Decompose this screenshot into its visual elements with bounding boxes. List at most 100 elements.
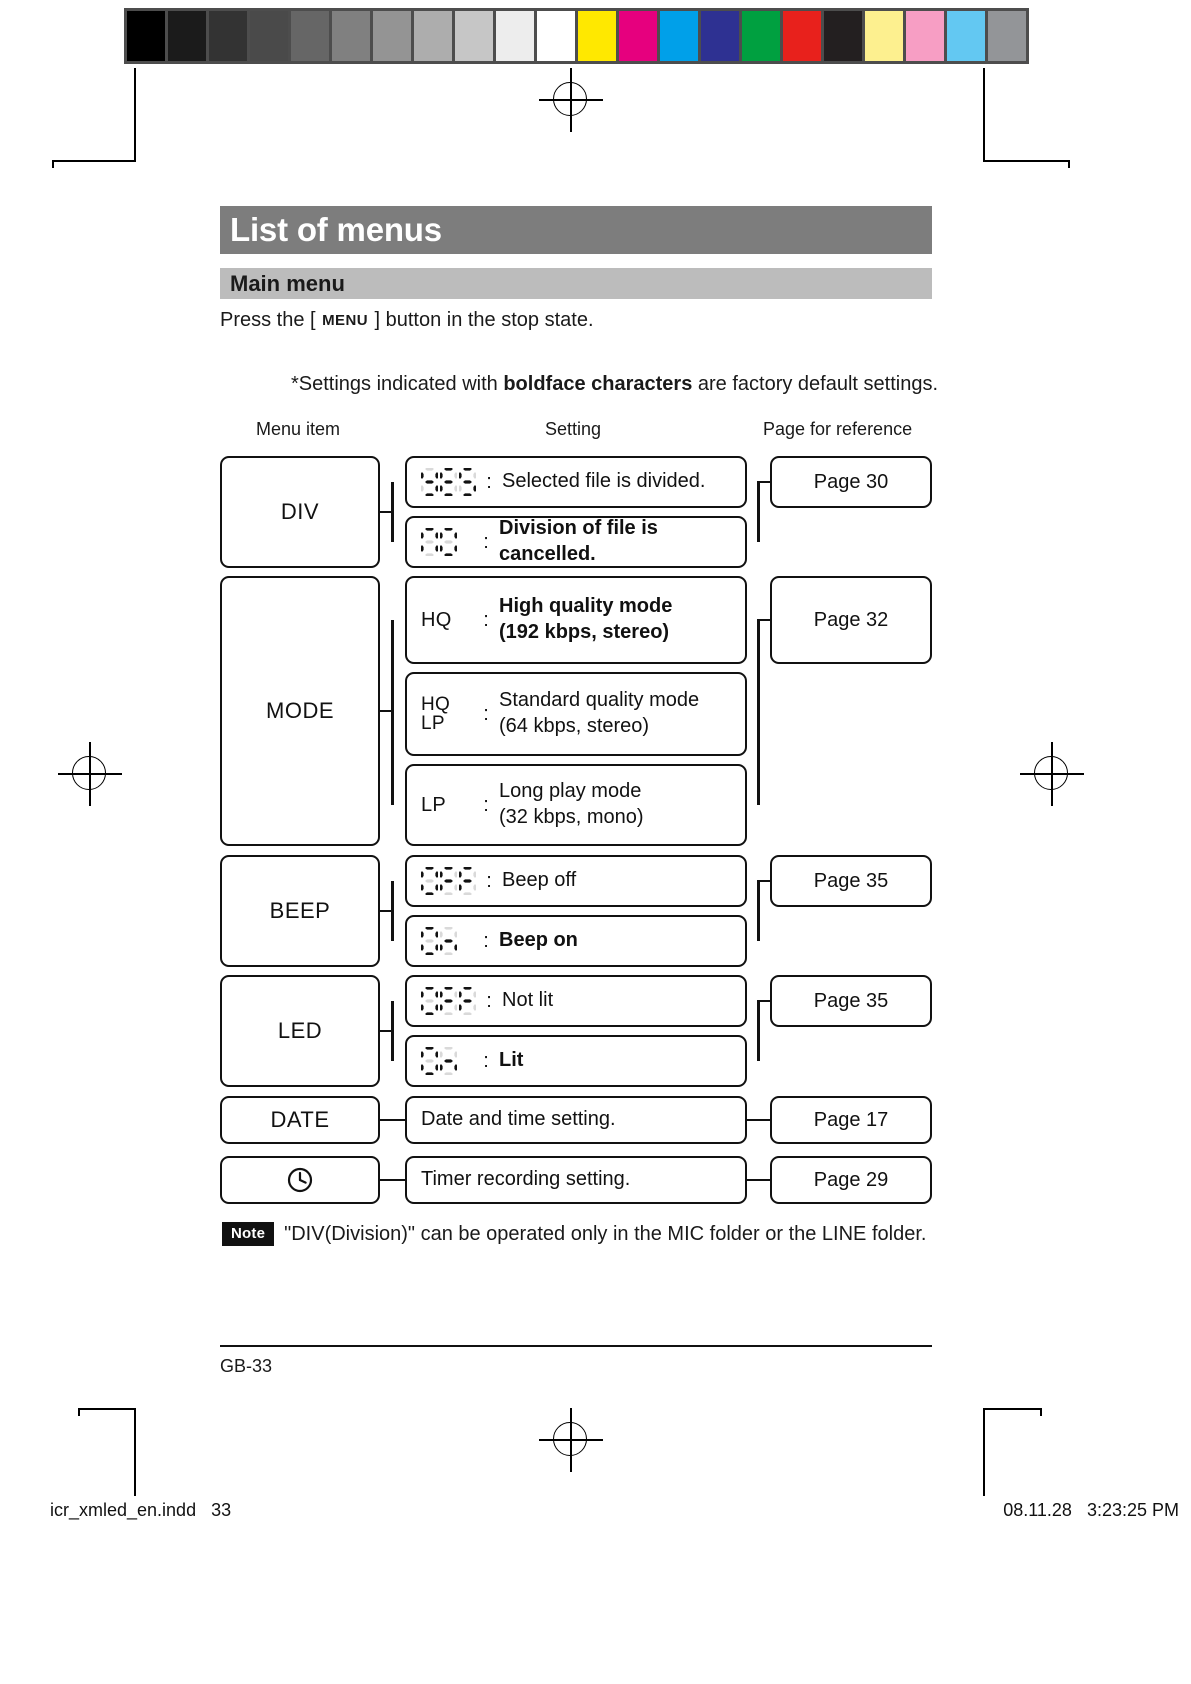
setting-colon: : xyxy=(483,793,489,816)
gray-patch-10 xyxy=(537,11,575,61)
setting-colon: : xyxy=(483,702,489,725)
color-patch-3 xyxy=(701,11,739,61)
setting-description-line1: Standard quality mode xyxy=(499,689,700,712)
registration-mark-bottom xyxy=(539,1408,603,1472)
footer-rule xyxy=(220,1345,932,1347)
setting-box-5-0: Timer recording setting. xyxy=(405,1156,747,1204)
color-patch-9 xyxy=(947,11,985,61)
setting-colon: : xyxy=(486,869,492,892)
boldface-legend-suffix: are factory default settings. xyxy=(692,373,939,395)
setting-description: Beep on xyxy=(499,928,745,954)
setting-description: Timer recording setting. xyxy=(421,1167,745,1193)
instruction-line: Press the [ MENU ] button in the stop st… xyxy=(220,309,594,332)
menu-item-box-led: LED xyxy=(220,975,380,1087)
setting-row: Timer recording setting. xyxy=(407,1158,745,1202)
menu-item-label: DIV xyxy=(280,499,320,524)
setting-label xyxy=(421,468,476,496)
setting-colon: : xyxy=(483,608,489,631)
setting-label xyxy=(421,867,476,895)
connector-trunk-right-2 xyxy=(757,881,760,941)
source-page-number: 33 xyxy=(211,1500,232,1520)
section-subtitle-text: Main menu xyxy=(230,270,345,296)
connector-menu-stub-4 xyxy=(380,1118,405,1122)
setting-description-line1: Timer recording setting. xyxy=(421,1168,631,1191)
lcd-glyph-OFF xyxy=(421,987,476,1015)
gray-patch-8 xyxy=(455,11,493,61)
gray-patch-2 xyxy=(209,11,247,61)
setting-description: Standard quality mode(64 kbps, stereo) xyxy=(499,688,745,739)
setting-description-line1: High quality mode xyxy=(499,595,673,618)
setting-description-line2: (32 kbps, mono) xyxy=(499,806,644,828)
setting-label xyxy=(421,927,473,955)
connector-trunk-right-0 xyxy=(757,482,760,542)
color-patch-1 xyxy=(619,11,657,61)
menu-item-box-div: DIV xyxy=(220,456,380,568)
menu-item-label: DATE xyxy=(270,1107,330,1132)
page-reference-label: Page 35 xyxy=(813,869,889,892)
setting-colon: : xyxy=(483,1049,489,1072)
setting-description: Long play mode (32 kbps, mono) xyxy=(499,779,745,830)
setting-description-line1: Beep on xyxy=(499,929,578,952)
setting-box-4-0: Date and time setting. xyxy=(405,1096,747,1144)
lcd-glyph-YES xyxy=(421,468,476,496)
setting-row: Date and time setting. xyxy=(407,1098,745,1142)
clock-icon xyxy=(287,1167,313,1193)
setting-label xyxy=(421,987,476,1015)
page-reference-label: Page 29 xyxy=(813,1168,889,1191)
gray-patch-6 xyxy=(373,11,411,61)
setting-description-line1: Selected file is divided. xyxy=(502,470,706,493)
connector-trunk-left-1 xyxy=(391,620,394,805)
setting-description: High quality mode(192 kbps, stereo) xyxy=(499,594,745,645)
setting-row: :Beep on xyxy=(407,917,745,965)
setting-description-line1: Date and time setting. xyxy=(421,1108,616,1131)
page-reference-label: Page 17 xyxy=(813,1108,889,1131)
setting-row: :Beep off xyxy=(407,857,745,905)
instruction-prefix: Press the [ xyxy=(220,309,322,331)
setting-row: :Selected file is divided. xyxy=(407,458,745,506)
setting-row: :Division of file is cancelled. xyxy=(407,517,745,566)
page-title: List of menus xyxy=(220,206,932,254)
setting-description: Not lit xyxy=(502,988,745,1014)
menu-item-box-date: DATE xyxy=(220,1096,380,1144)
setting-label-text: HQ xyxy=(421,608,452,631)
lcd-glyph-OFF xyxy=(421,867,476,895)
setting-description-line1: Lit xyxy=(499,1049,524,1072)
print-date: 08.11.28 xyxy=(1003,1500,1072,1520)
connector-page-stub-3 xyxy=(757,999,770,1003)
setting-description: Selected file is divided. xyxy=(502,469,745,495)
boldface-legend-bold: boldface characters xyxy=(503,373,693,395)
print-calibration-bar xyxy=(0,8,1191,64)
setting-description-line1: Long play mode xyxy=(499,780,642,803)
connector-page-stub-0 xyxy=(757,480,770,484)
color-patch-2 xyxy=(660,11,698,61)
color-patch-7 xyxy=(865,11,903,61)
setting-label-text: LP xyxy=(421,793,447,816)
setting-label xyxy=(421,528,473,556)
page-folio: GB-33 xyxy=(220,1356,273,1376)
setting-description: Date and time setting. xyxy=(421,1107,745,1133)
lcd-glyph-On xyxy=(421,1047,457,1075)
setting-label xyxy=(421,1047,473,1075)
setting-row: LP: Long play mode (32 kbps, mono) xyxy=(407,766,745,844)
setting-box-1-2: LP: Long play mode (32 kbps, mono) xyxy=(405,764,747,846)
setting-box-3-1: : Lit xyxy=(405,1035,747,1087)
color-patch-5 xyxy=(783,11,821,61)
lcd-glyph-On xyxy=(421,927,457,955)
color-patch-10 xyxy=(988,11,1026,61)
menu-item-box-clock-icon xyxy=(220,1156,380,1204)
menu-item-label: BEEP xyxy=(269,898,331,923)
connector-page-stub-5 xyxy=(747,1178,770,1182)
setting-colon: : xyxy=(486,989,492,1012)
connector-menu-stub-5 xyxy=(380,1178,405,1182)
connector-menu-stub-2 xyxy=(380,909,394,913)
boldface-legend-prefix: *Settings indicated with xyxy=(291,373,504,395)
registration-mark-left xyxy=(58,742,122,806)
color-patch-8 xyxy=(906,11,944,61)
page-reference-label: Page 35 xyxy=(813,989,889,1012)
page-reference-box-4: Page 17 xyxy=(770,1096,932,1144)
print-footer-right: 08.11.28 3:23:25 PM xyxy=(1003,1500,1179,1521)
